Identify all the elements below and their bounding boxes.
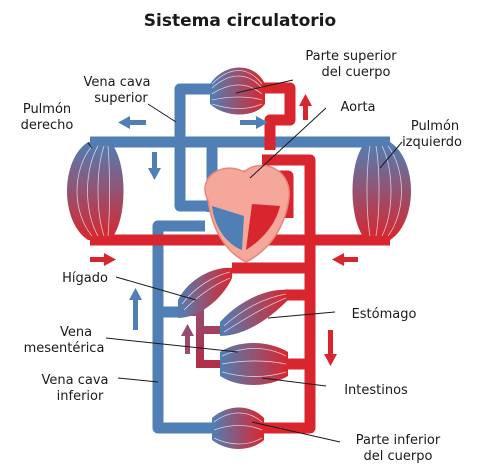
label-svc-1: Vena cava bbox=[84, 75, 151, 90]
label-liver: Hígado bbox=[62, 271, 108, 286]
label-right-lung-1: Pulmón bbox=[23, 102, 71, 117]
flow-arrows bbox=[90, 94, 358, 366]
inferior-vena-cava bbox=[152, 220, 214, 434]
intestine-capillaries bbox=[220, 343, 288, 385]
arrow-up-icon bbox=[299, 94, 312, 120]
label-right-lung-2: derecho bbox=[21, 118, 74, 133]
label-lower-body-2: del cuerpo bbox=[364, 449, 433, 464]
stomach-capillaries bbox=[220, 289, 288, 336]
mesenteric-vein bbox=[178, 308, 222, 368]
arrow-left-icon bbox=[332, 253, 358, 266]
arrow-right-icon bbox=[240, 116, 268, 129]
arrow-up-icon bbox=[129, 288, 142, 330]
arrow-left-icon bbox=[118, 116, 146, 129]
label-lower-body-1: Parte inferior bbox=[356, 433, 441, 448]
arrow-down-icon bbox=[324, 330, 337, 366]
label-ivc-2: inferior bbox=[57, 389, 104, 404]
label-stomach: Estómago bbox=[352, 307, 417, 322]
label-ivc-1: Vena cava bbox=[42, 373, 109, 388]
liver-capillaries bbox=[178, 267, 232, 318]
label-aorta: Aorta bbox=[340, 100, 375, 115]
label-upper-body-1: Parte superior bbox=[305, 49, 397, 64]
right-lung-capillaries bbox=[67, 142, 124, 240]
arrow-right-icon bbox=[90, 253, 116, 266]
label-left-lung-2: izquierdo bbox=[402, 135, 462, 150]
aorta-ascending bbox=[258, 82, 296, 150]
label-svc-2: superior bbox=[94, 91, 148, 106]
lower-body-capillaries bbox=[212, 407, 264, 449]
arrow-down-icon bbox=[148, 152, 161, 180]
label-left-lung-1: Pulmón bbox=[411, 119, 459, 134]
label-intestines: Intestinos bbox=[344, 383, 408, 398]
left-lung-capillaries bbox=[352, 142, 411, 240]
veins bbox=[90, 83, 390, 434]
label-mesenteric-1: Vena bbox=[60, 325, 92, 340]
label-mesenteric-2: mesentérica bbox=[24, 341, 105, 356]
arrow-up-icon bbox=[181, 324, 194, 354]
leader-lines bbox=[87, 79, 403, 443]
diagram-title: Sistema circulatorio bbox=[144, 11, 336, 31]
heart bbox=[204, 164, 290, 263]
upper-body-capillaries bbox=[210, 67, 265, 115]
labels: Parte superior del cuerpo Vena cava supe… bbox=[21, 49, 462, 464]
label-upper-body-2: del cuerpo bbox=[322, 65, 391, 80]
